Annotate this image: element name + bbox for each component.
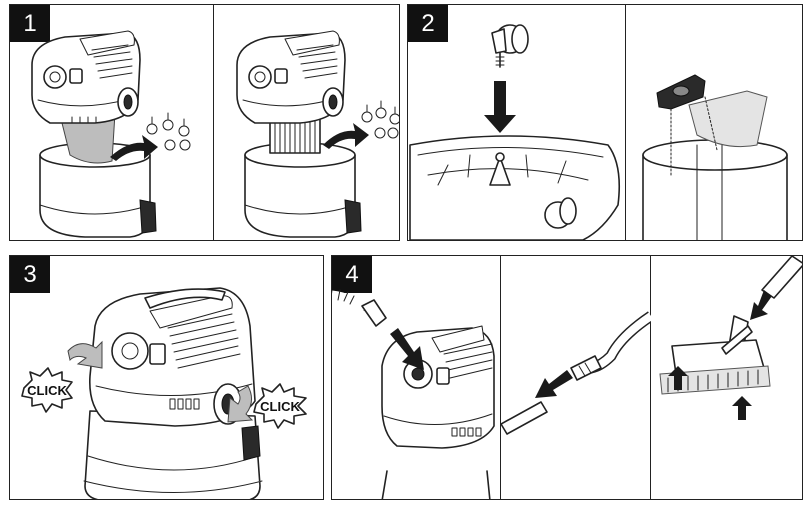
click-label-right: CLICK — [260, 399, 300, 414]
step-1-panel: 1 — [9, 4, 400, 241]
filter-bag-insertion-illustration — [627, 5, 803, 241]
step-2-divider — [625, 5, 626, 240]
castor-insertion-illustration — [408, 5, 623, 241]
vacuum-head-latching-illustration: CLICK CLICK — [10, 256, 324, 500]
click-label-left: CLICK — [27, 383, 67, 398]
step-3-panel: 3 CLICK CLICK — [9, 255, 324, 500]
step-1-divider — [213, 5, 214, 240]
floor-nozzle-illustration — [652, 256, 803, 500]
step-2-panel: 2 — [407, 4, 803, 241]
step-4-panel: 4 — [331, 255, 803, 500]
suction-hose-connection-illustration — [332, 256, 498, 500]
hose-to-tube-illustration — [501, 256, 651, 500]
vacuum-with-cartridge-filter-illustration — [215, 5, 400, 241]
vacuum-with-filter-bag-illustration — [10, 5, 210, 241]
